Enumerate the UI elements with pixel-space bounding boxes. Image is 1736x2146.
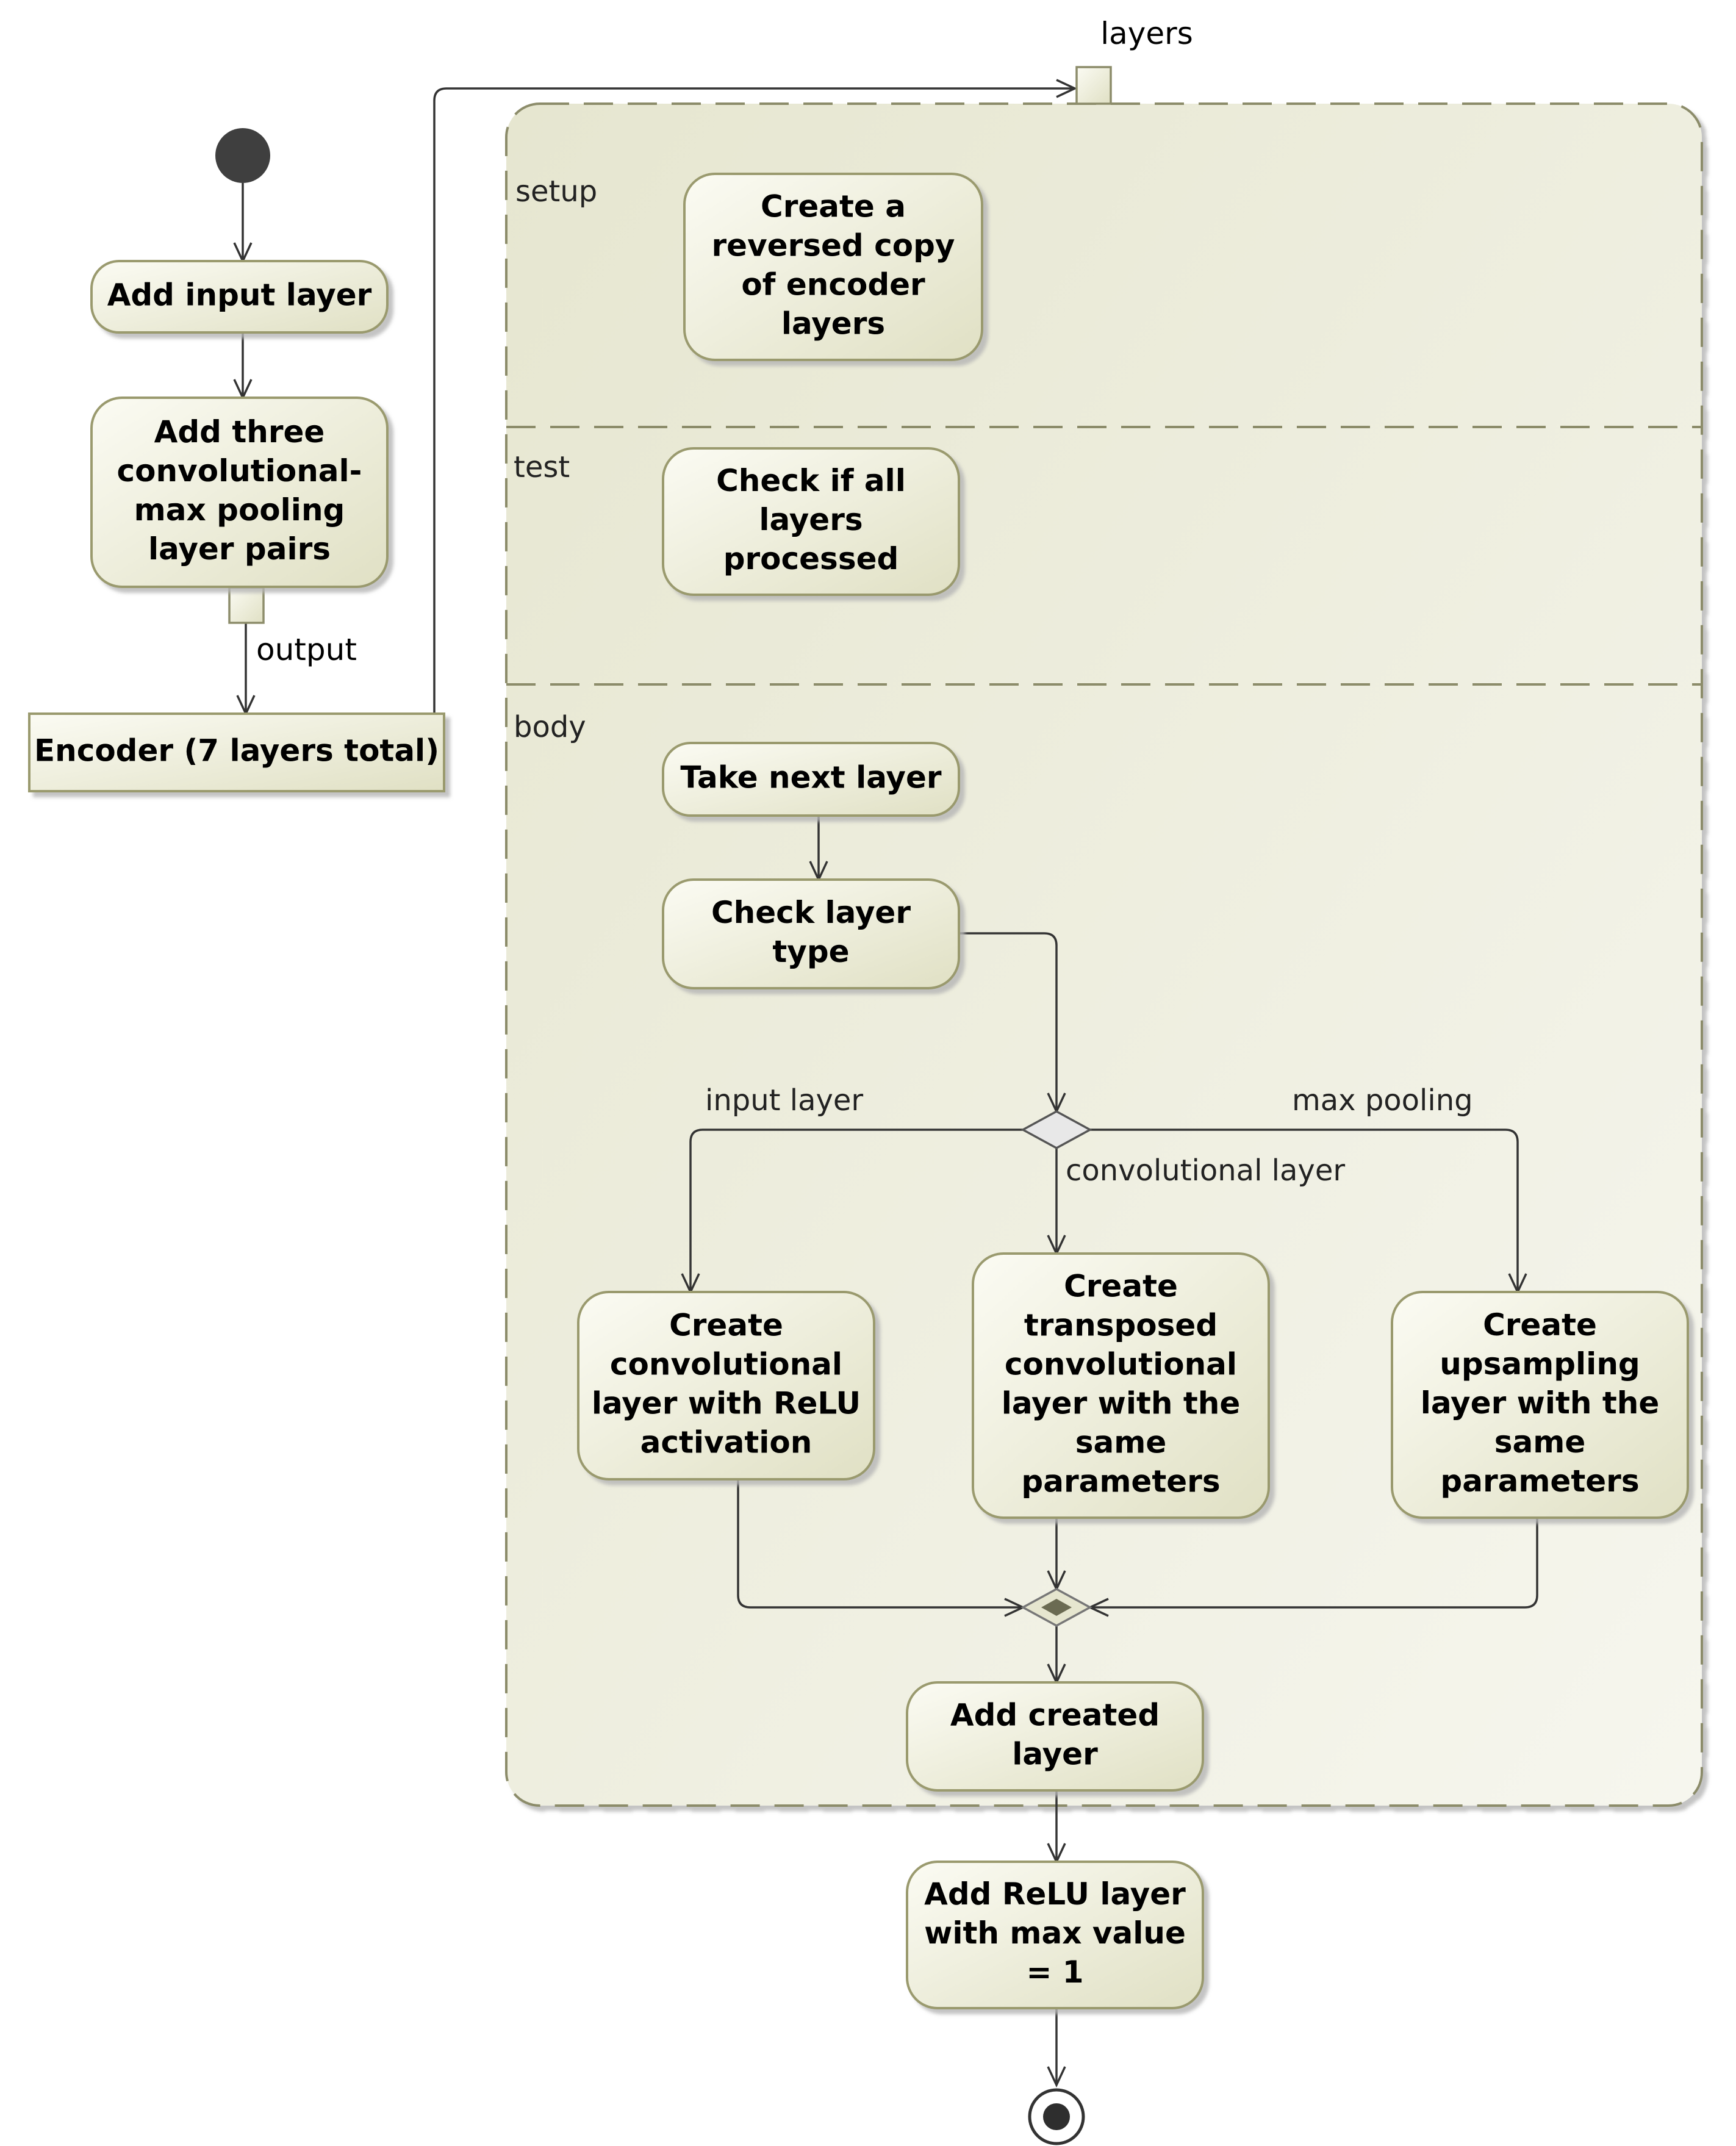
action-create-upsampling-label-line: Create <box>1483 1307 1597 1343</box>
action-create-conv-relu-label-line: activation <box>640 1425 812 1460</box>
action-check-layer-type-label-line: Check layer <box>711 895 911 930</box>
action-take-next-layer: Take next layer <box>662 742 960 817</box>
initial-node <box>215 128 270 183</box>
flow-upsampling-to-merge <box>1087 1518 1538 1617</box>
action-create-reversed-copy-label-line: layers <box>781 306 885 342</box>
action-check-layer-type-label-line: type <box>772 934 849 969</box>
section-label-test: test <box>514 450 570 484</box>
action-create-upsampling-box <box>1391 1291 1689 1519</box>
action-create-upsampling-label-line: same <box>1494 1424 1586 1460</box>
action-create-conv-relu: Create convolutional layer with ReLU activa… <box>577 1291 875 1480</box>
action-add-three-conv-pool-pairs-label-line: Add three <box>154 414 325 450</box>
action-add-created-layer-label-line: layer <box>1012 1737 1098 1772</box>
section-label-body: body <box>514 710 586 744</box>
action-add-input-layer-label-line: Add input layer <box>107 278 372 313</box>
activity-final-node <box>1028 2088 1085 2145</box>
action-create-upsampling-label-line: layer with the <box>1421 1385 1660 1421</box>
control-flows <box>233 79 1538 2088</box>
action-create-upsampling-label-line: parameters <box>1440 1463 1639 1499</box>
action-add-created-layer: Add created layer <box>906 1681 1204 1792</box>
object-node-encoder-label-line: Encoder (7 layers total) <box>34 733 439 769</box>
action-create-reversed-copy-label-line: of encoder <box>741 267 925 303</box>
action-add-created-layer-box <box>906 1681 1204 1792</box>
flow-decision-input-layer <box>681 1129 1023 1295</box>
action-check-all-processed-label-line: layers <box>759 502 863 537</box>
action-create-transposed-conv-label-line: Create <box>1064 1269 1178 1304</box>
action-create-transposed-conv-label-line: layer with the <box>1002 1386 1241 1421</box>
action-create-upsampling-label-line: upsampling <box>1440 1346 1640 1382</box>
action-add-three-conv-pool-pairs-label-line: max pooling <box>134 492 345 528</box>
action-create-conv-relu-box <box>577 1291 875 1480</box>
flow-check-type-to-decision <box>959 932 1066 1114</box>
action-add-three-conv-pool-pairs-label-line: convolutional- <box>117 453 362 489</box>
layers-input-pin <box>1075 66 1112 105</box>
flow-encoder-to-layers-pin <box>433 79 1078 714</box>
action-check-layer-type-box <box>662 878 960 989</box>
guard-max-pooling: max pooling <box>1292 1083 1473 1118</box>
action-add-relu-layer-label-line: with max value <box>924 1915 1186 1951</box>
action-create-reversed-copy-label-line: reversed copy <box>712 228 955 264</box>
action-create-conv-relu-label-line: convolutional <box>610 1347 842 1382</box>
action-check-all-processed: Check if all layers processed <box>662 447 960 596</box>
output-pin-label: output <box>256 632 357 667</box>
action-check-all-processed-label-line: Check if all <box>716 463 906 498</box>
action-create-conv-relu-label-line: layer with ReLU <box>592 1386 861 1421</box>
action-create-reversed-copy-box <box>683 173 983 361</box>
guard-convolutional-layer: convolutional layer <box>1066 1154 1345 1188</box>
merge-node <box>1020 1588 1092 1627</box>
output-pin <box>228 586 265 624</box>
action-check-all-processed-label-line: processed <box>723 541 899 576</box>
action-add-created-layer-label-line: Add created <box>950 1698 1160 1733</box>
section-label-setup: setup <box>515 174 597 209</box>
object-node-encoder-box <box>28 712 445 792</box>
action-create-transposed-conv-label-line: convolutional <box>1005 1347 1237 1382</box>
decision-node <box>1020 1110 1092 1149</box>
action-create-transposed-conv: Create transposed convolutional layer with … <box>972 1252 1270 1519</box>
action-create-transposed-conv-label-line: transposed <box>1024 1308 1218 1343</box>
action-check-layer-type: Check layer type <box>662 878 960 989</box>
action-create-transposed-conv-box <box>972 1252 1270 1519</box>
action-add-relu-layer-box <box>906 1861 1204 2009</box>
guard-input-layer: input layer <box>705 1083 863 1118</box>
action-create-conv-relu-label-line: Create <box>669 1308 783 1343</box>
action-take-next-layer-label-line: Take next layer <box>680 760 942 795</box>
object-node-encoder: Encoder (7 layers total) <box>28 712 445 792</box>
action-add-input-layer-box <box>90 260 389 334</box>
action-add-three-conv-pool-pairs-label-line: layer pairs <box>148 531 331 567</box>
action-create-reversed-copy-label-line: Create a <box>761 189 906 224</box>
action-add-relu-layer-label-line: = 1 <box>1026 1954 1083 1990</box>
action-check-all-processed-box <box>662 447 960 596</box>
action-create-transposed-conv-label-line: parameters <box>1021 1464 1220 1499</box>
action-add-relu-layer-label-line: Add ReLU layer <box>924 1876 1186 1912</box>
action-create-transposed-conv-label-line: same <box>1075 1425 1167 1460</box>
layers-pin-label: layers <box>1100 16 1193 51</box>
flow-conv-to-merge <box>737 1479 1026 1617</box>
flow-decision-max-pooling <box>1090 1129 1527 1295</box>
action-add-input-layer: Add input layer <box>90 260 389 334</box>
action-take-next-layer-box <box>662 742 960 817</box>
action-add-three-conv-pool-pairs-box <box>90 397 389 588</box>
